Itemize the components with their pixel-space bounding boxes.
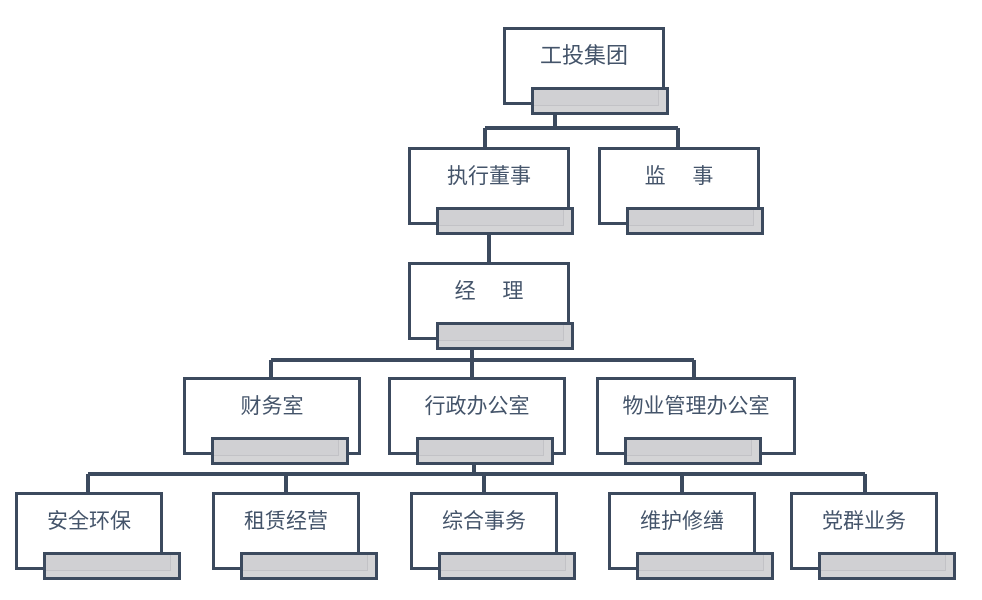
node-leasing-shadow — [240, 552, 378, 580]
node-manager-label: 经 理 — [454, 279, 524, 304]
node-general-affairs-label: 综合事务 — [442, 509, 526, 534]
node-property-office-shadow — [624, 437, 762, 465]
node-manager-shadow — [436, 322, 574, 350]
node-property-office[interactable]: 物业管理办公室 — [596, 377, 796, 465]
node-safety-env[interactable]: 安全环保 — [15, 492, 181, 580]
node-supervisor-shadow — [626, 207, 764, 235]
node-general-affairs-shadow — [438, 552, 576, 580]
node-admin-office[interactable]: 行政办公室 — [388, 377, 566, 465]
node-exec-director-shadow — [436, 207, 574, 235]
node-property-office-label: 物业管理办公室 — [622, 394, 770, 419]
node-supervisor-label: 监 事 — [644, 164, 714, 189]
node-admin-office-label: 行政办公室 — [424, 394, 530, 419]
node-supervisor[interactable]: 监 事 — [598, 147, 764, 235]
node-maintenance-shadow — [636, 552, 774, 580]
node-exec-director[interactable]: 执行董事 — [408, 147, 574, 235]
node-safety-env-shadow — [43, 552, 181, 580]
node-party-affairs[interactable]: 党群业务 — [790, 492, 956, 580]
node-finance-office-shadow — [211, 437, 349, 465]
node-maintenance[interactable]: 维护修缮 — [608, 492, 774, 580]
node-finance-office[interactable]: 财务室 — [183, 377, 361, 465]
node-admin-office-shadow — [416, 437, 554, 465]
node-general-affairs[interactable]: 综合事务 — [410, 492, 576, 580]
node-leasing-label: 租赁经营 — [244, 509, 328, 534]
node-leasing[interactable]: 租赁经营 — [212, 492, 378, 580]
node-party-affairs-label: 党群业务 — [822, 509, 906, 534]
node-group-shadow — [531, 87, 669, 115]
node-group[interactable]: 工投集团 — [503, 27, 669, 115]
node-manager[interactable]: 经 理 — [408, 262, 574, 350]
node-finance-office-label: 财务室 — [240, 394, 304, 419]
node-party-affairs-shadow — [818, 552, 956, 580]
node-exec-director-label: 执行董事 — [447, 164, 531, 189]
node-safety-env-label: 安全环保 — [47, 509, 131, 534]
node-maintenance-label: 维护修缮 — [640, 509, 724, 534]
node-group-label: 工投集团 — [539, 43, 628, 69]
